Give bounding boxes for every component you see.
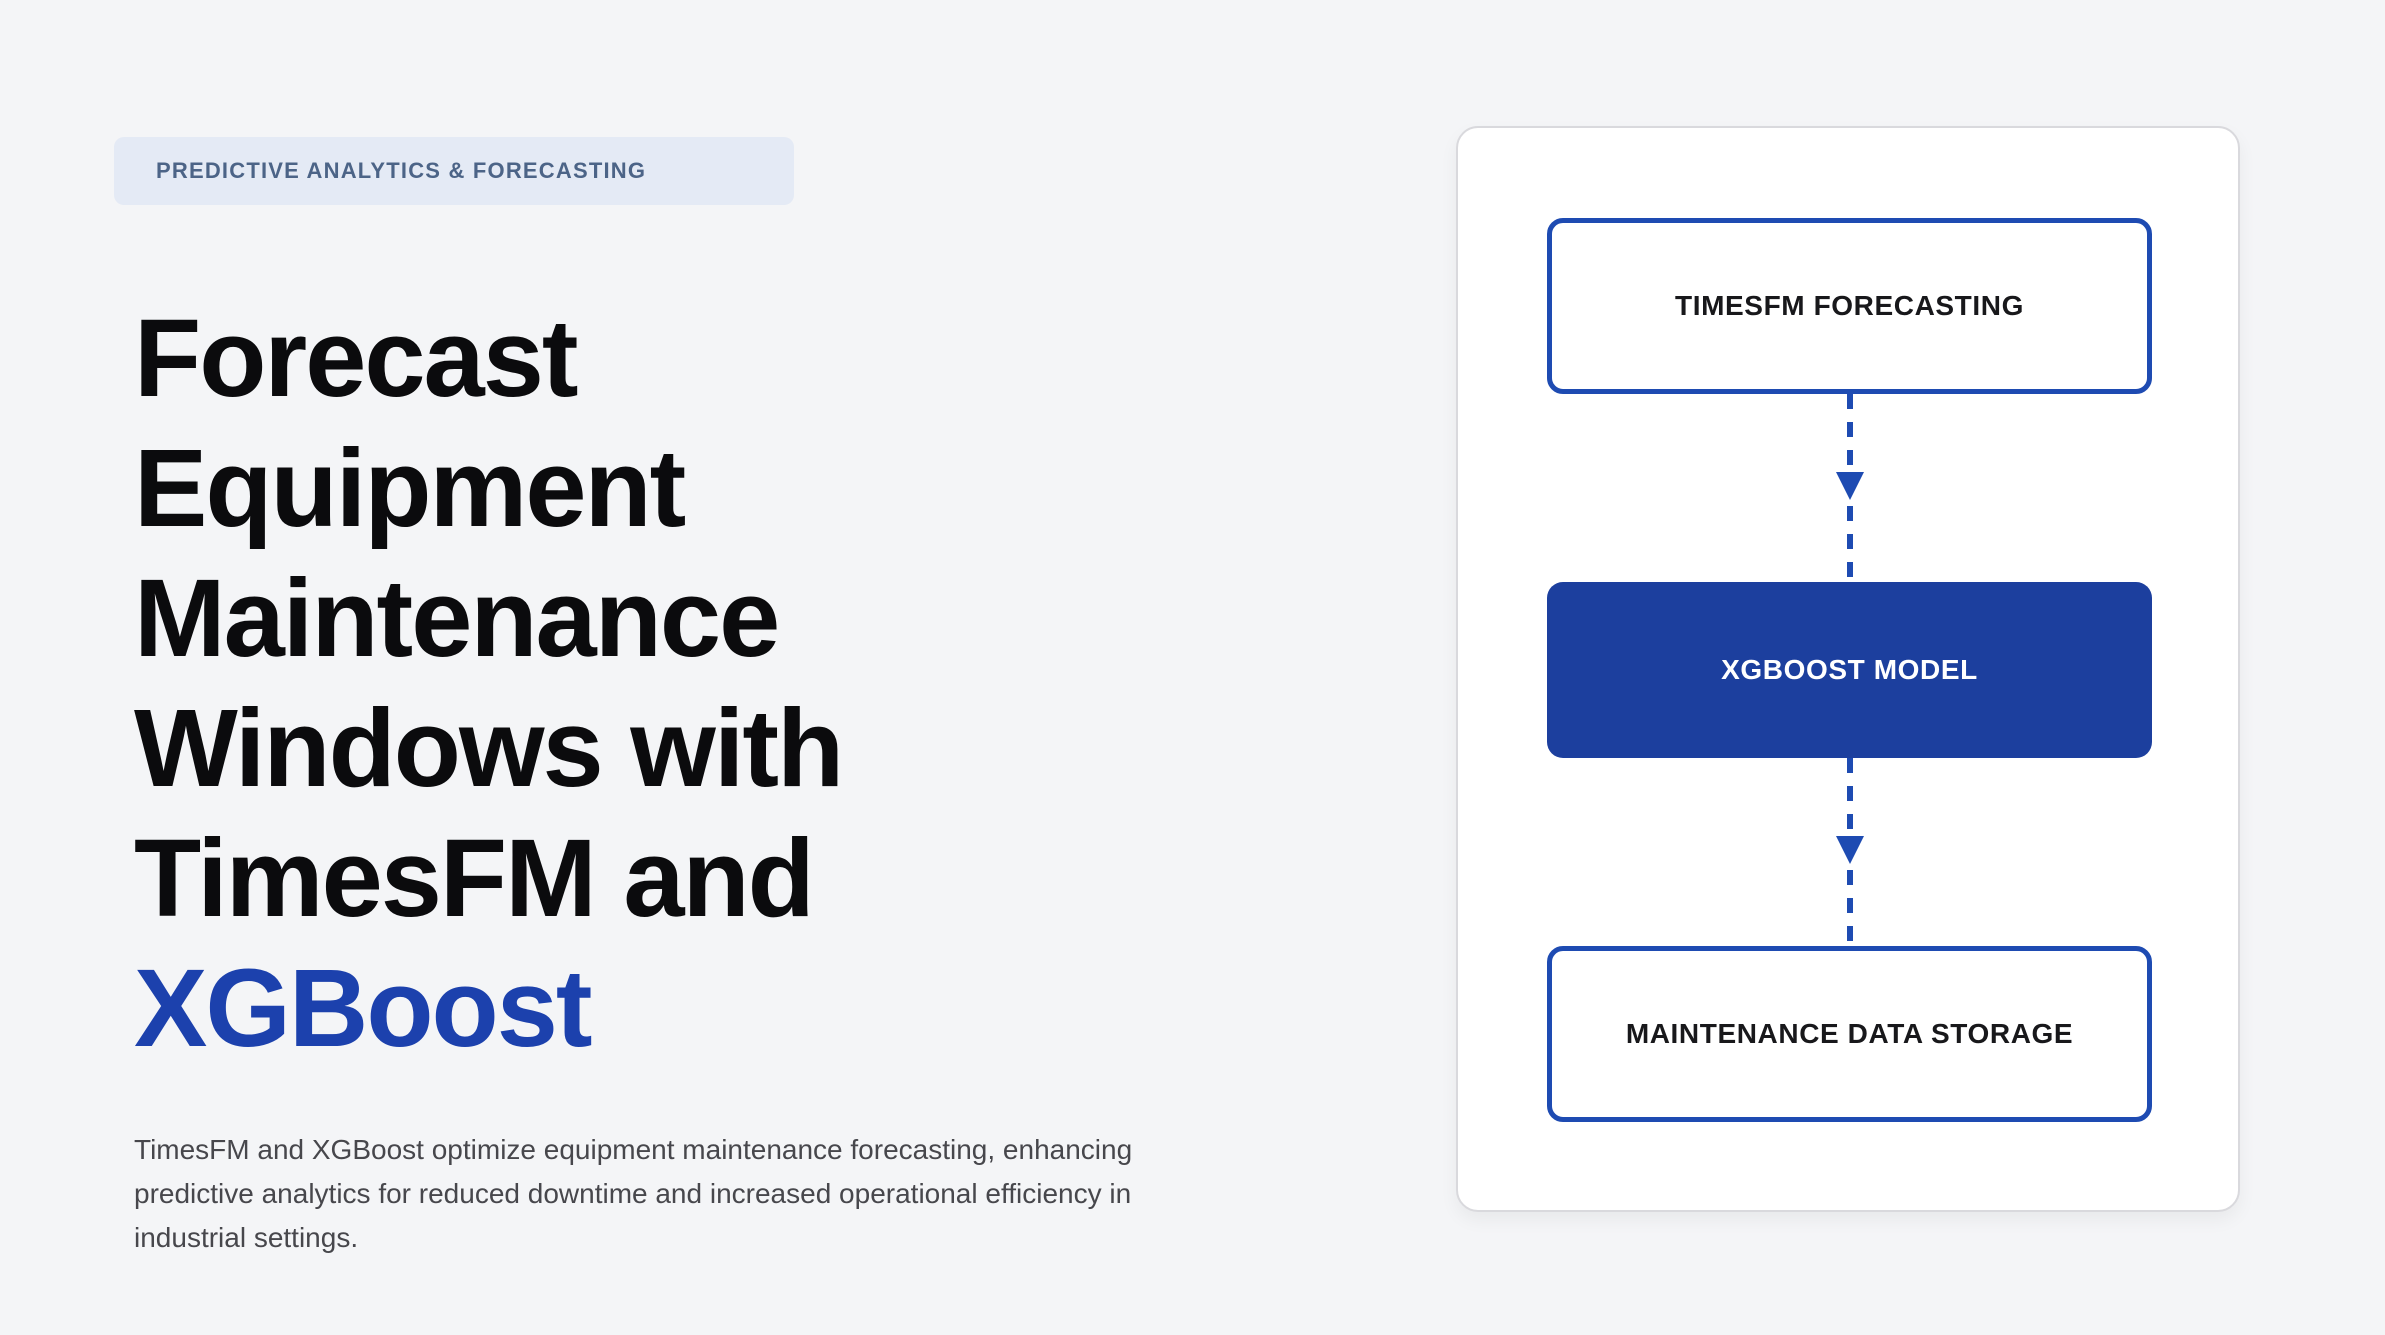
page-title-line: Forecast	[134, 297, 579, 420]
category-badge-label: PREDICTIVE ANALYTICS & FORECASTING	[156, 158, 647, 183]
page-title-line: Windows with	[134, 687, 844, 810]
flow-node-label: XGBOOST MODEL	[1721, 654, 1978, 685]
flow-node-timesfm-forecasting: TIMESFM FORECASTING	[1547, 218, 2152, 394]
arrowhead-icon	[1835, 472, 1864, 500]
page-title-highlight: XGBoost	[134, 947, 593, 1070]
dashed-arrow-down-icon	[1835, 758, 1864, 946]
hero-description: TimesFM and XGBoost optimize equipment m…	[134, 1134, 1133, 1253]
flow-connector	[1547, 758, 2152, 946]
pipeline-flow-diagram: TIMESFM FORECASTING XGBOOST MODEL MAINTENA…	[1547, 218, 2152, 1122]
page-title-line: TimesFM and	[134, 817, 815, 940]
diagram-card: TIMESFM FORECASTING XGBOOST MODEL MAINTENA…	[1456, 126, 2240, 1212]
category-badge: PREDICTIVE ANALYTICS & FORECASTING	[114, 137, 794, 205]
flow-connector	[1547, 394, 2152, 582]
dashed-arrow-down-icon	[1835, 394, 1864, 582]
flow-node-xgboost-model: XGBOOST MODEL	[1547, 582, 2152, 758]
flow-node-maintenance-data-storage: MAINTENANCE DATA STORAGE	[1547, 946, 2152, 1122]
flow-node-label: MAINTENANCE DATA STORAGE	[1625, 1018, 2074, 1049]
page-title-line: Maintenance	[134, 557, 780, 680]
flow-node-label: TIMESFM FORECASTING	[1675, 290, 2024, 321]
arrowhead-icon	[1835, 836, 1864, 864]
page-title-line: Equipment	[134, 427, 686, 550]
